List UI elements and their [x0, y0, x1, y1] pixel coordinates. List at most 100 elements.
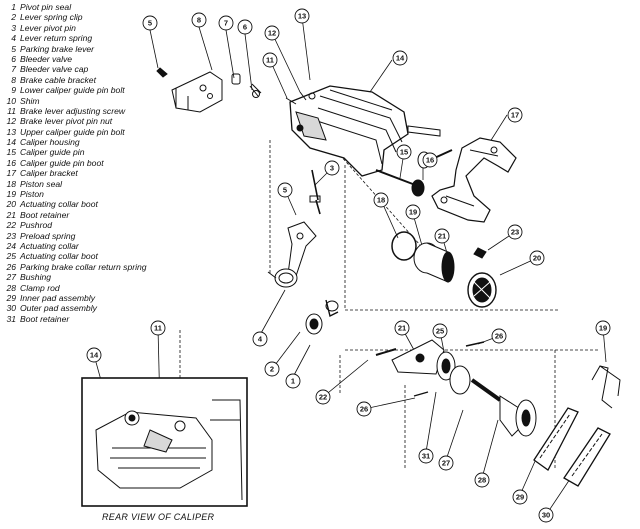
legend-label: Bleeder valve [20, 53, 73, 64]
legend-item: 7 Bleeder valve cap [2, 64, 172, 74]
callout-22: 22 [319, 393, 327, 402]
legend-number: 17 [6, 168, 16, 179]
legend-item: 24 Actuating collar [2, 241, 172, 251]
brake-cable-bracket [156, 67, 223, 113]
legend-label: Caliper guide pin [20, 147, 85, 158]
callout-numbers: 5 8 7 6 13 12 11 14 17 15 16 3 5 18 19 2… [90, 12, 607, 520]
legend-label: Lever spring clip [20, 12, 83, 23]
legend-item: 1 Pivot pin seal [2, 2, 172, 12]
legend-number: 10 [6, 95, 16, 106]
callout-29: 29 [516, 493, 524, 502]
legend-item: 29 Inner pad assembly [2, 293, 172, 303]
callout-5-lever: 5 [283, 186, 287, 195]
parts-legend: 1 Pivot pin seal 2 Lever spring clip 3 Lever … [2, 2, 172, 324]
legend-number: 27 [6, 272, 16, 283]
caliper-housing [285, 85, 441, 177]
legend-label: Actuating collar boot [20, 251, 98, 262]
legend-label: Caliper housing [20, 137, 80, 148]
callout-1: 1 [291, 377, 295, 386]
legend-label: Clamp rod [20, 282, 60, 293]
legend-label: Caliper bracket [20, 168, 78, 179]
legend-number: 28 [6, 282, 16, 293]
legend-item: 14 Caliper housing [2, 137, 172, 147]
legend-label: Lever pivot pin [20, 22, 76, 33]
rear-view-inset [81, 377, 248, 507]
legend-label: Piston seal [20, 178, 63, 189]
caliper-bracket [431, 137, 517, 223]
legend-label: Pivot pin seal [20, 2, 72, 12]
legend-number: 14 [6, 137, 16, 148]
legend-number: 2 [11, 12, 16, 23]
legend-label: Brake lever pivot pin nut [20, 116, 113, 127]
callout-11: 11 [266, 56, 274, 65]
legend-label: Actuating collar [20, 240, 79, 251]
callout-11-inset: 11 [154, 324, 162, 333]
legend-label: Bleeder valve cap [20, 64, 89, 75]
legend-number: 1 [11, 2, 16, 12]
callout-23: 23 [511, 228, 519, 237]
legend-label: Brake cable bracket [20, 74, 96, 85]
legend-number: 24 [6, 240, 16, 251]
legend-item: 23 Preload spring [2, 231, 172, 241]
callout-21-collar: 21 [398, 324, 406, 333]
legend-number: 16 [6, 157, 16, 168]
callout-21: 21 [438, 232, 446, 241]
legend-label: Pushrod [20, 220, 53, 231]
callout-19: 19 [409, 208, 417, 217]
legend-number: 7 [11, 64, 16, 75]
callout-30: 30 [542, 511, 550, 520]
bleeder-valve [231, 73, 262, 98]
legend-number: 3 [11, 22, 16, 33]
legend-item: 6 Bleeder valve [2, 54, 172, 64]
legend-label: Upper caliper guide pin bolt [20, 126, 125, 137]
callout-31: 31 [422, 452, 430, 461]
legend-number: 13 [6, 126, 16, 137]
legend-label: Parking brake collar return spring [20, 261, 147, 272]
pad-assemblies [533, 365, 621, 487]
callout-14: 14 [396, 54, 405, 63]
legend-number: 22 [6, 220, 16, 231]
legend-label: Parking brake lever [20, 43, 95, 54]
inset-title: REAR VIEW OF CALIPER [102, 512, 215, 522]
legend-item: 28 Clamp rod [2, 283, 172, 293]
callout-3: 3 [330, 164, 334, 173]
callout-26: 26 [495, 332, 503, 341]
callout-7: 7 [224, 19, 228, 28]
legend-label: Brake lever adjusting screw [20, 105, 126, 116]
legend-item: 2 Lever spring clip [2, 12, 172, 22]
legend-number: 29 [6, 292, 16, 303]
legend-number: 6 [11, 53, 16, 64]
legend-number: 23 [6, 230, 16, 241]
callout-circles [86, 8, 611, 523]
callout-27: 27 [442, 459, 450, 468]
legend-number: 12 [6, 116, 16, 127]
callout-18: 18 [377, 196, 385, 205]
callout-13: 13 [298, 12, 306, 21]
callout-25: 25 [436, 327, 444, 336]
legend-label: Inner pad assembly [20, 292, 95, 303]
callout-8: 8 [197, 16, 201, 25]
callout-6: 6 [243, 23, 247, 32]
callout-19-clip: 19 [599, 324, 607, 333]
callout-15: 15 [400, 148, 408, 157]
callout-5: 5 [148, 19, 152, 28]
callout-12: 12 [268, 29, 276, 38]
callout-17: 17 [511, 111, 519, 120]
lever-return-spring [267, 268, 298, 288]
legend-label: Preload spring [20, 230, 76, 241]
parking-brake-lever [287, 169, 321, 277]
legend-item: 12 Brake lever pivot pin nut [2, 116, 172, 126]
piston-group [391, 231, 497, 308]
legend-label: Lower caliper guide pin bolt [20, 85, 125, 96]
